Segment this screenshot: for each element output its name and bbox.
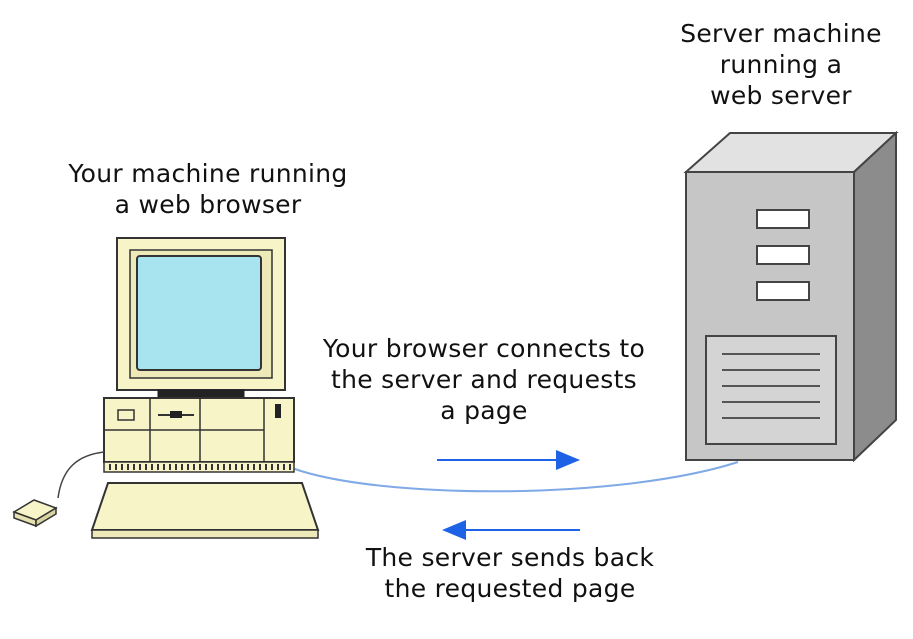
request-label-line: Your browser connects to: [322, 334, 646, 363]
response-arrow: [442, 520, 580, 540]
vent-panel: [705, 335, 837, 445]
server-tower-icon: [683, 130, 899, 463]
mouse-cord: [57, 451, 105, 499]
server-machine-label: Server machine running a web server: [650, 18, 912, 111]
response-label-line: the requested page: [384, 574, 636, 603]
server-label-line: running a: [719, 50, 843, 79]
network-cable: [291, 461, 739, 493]
client-label-line: Your machine running: [68, 159, 348, 188]
monitor-screen: [136, 255, 262, 371]
request-label-line: a page: [440, 396, 528, 425]
response-label: The server sends back the requested page: [318, 542, 702, 604]
client-label-line: a web browser: [114, 190, 302, 219]
desktop-computer-icon: [103, 237, 295, 473]
server-label-line: web server: [710, 81, 852, 110]
request-arrow: [437, 450, 580, 470]
mouse-icon: [12, 499, 58, 528]
drive-bay: [756, 245, 810, 265]
client-machine-label: Your machine running a web browser: [28, 158, 388, 220]
drive-bay: [756, 281, 810, 301]
request-label-line: the server and requests: [331, 365, 637, 394]
response-label-line: The server sends back: [365, 543, 655, 572]
server-label-line: Server machine: [680, 19, 882, 48]
drive-bay: [756, 209, 810, 229]
keyboard-icon: [90, 482, 320, 539]
request-label: Your browser connects to the server and …: [280, 333, 688, 426]
